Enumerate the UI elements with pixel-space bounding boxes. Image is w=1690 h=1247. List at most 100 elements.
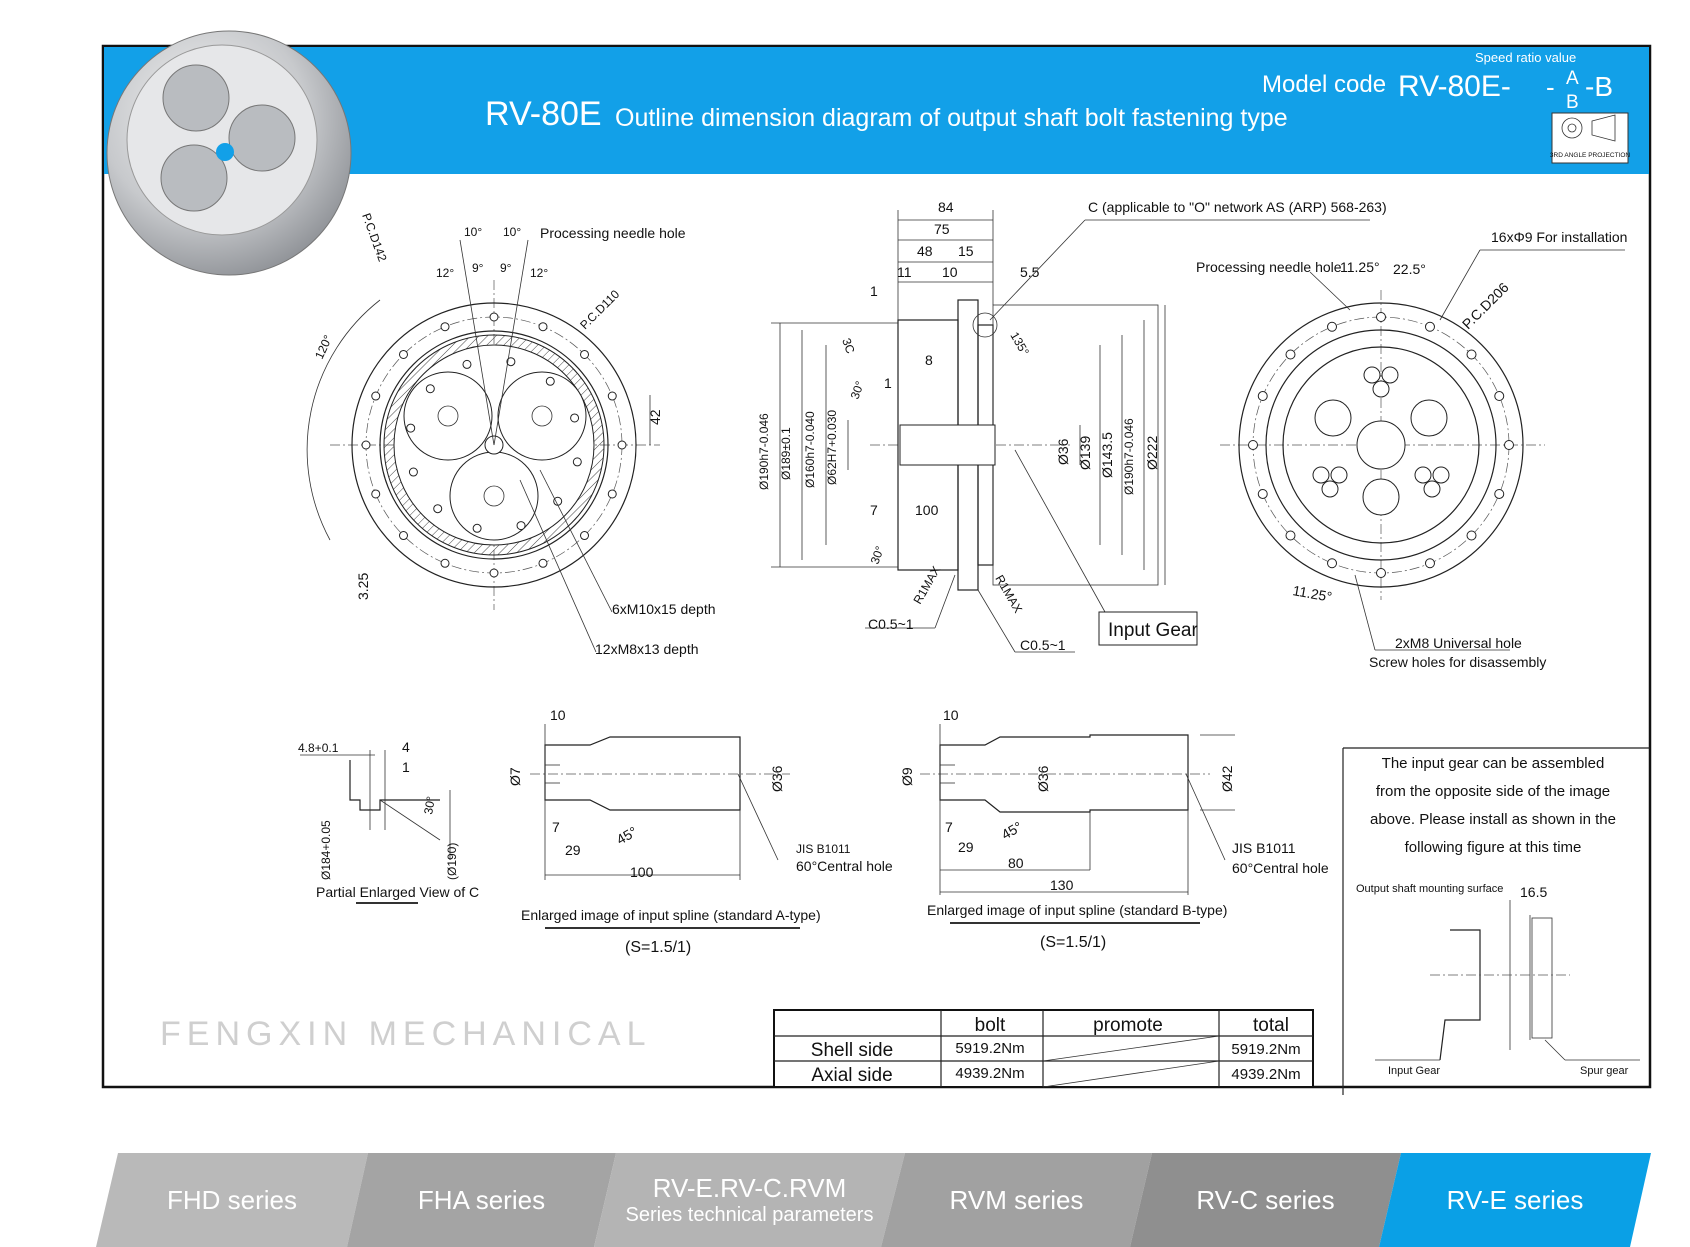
label-mount-surface: Output shaft mounting surface — [1356, 883, 1503, 895]
column-header: bolt — [975, 1015, 1006, 1036]
model-code-value: RV-80E- — [1398, 70, 1511, 103]
label-dim: 1 — [402, 759, 410, 775]
bolt-hole — [538, 558, 548, 568]
pin-hole — [1423, 480, 1441, 498]
label-dim: 29 — [958, 839, 974, 855]
label-dim: 10 — [943, 707, 959, 723]
label-jis: JIS B1011 — [796, 842, 851, 856]
tab-fhd-series[interactable]: FHD series — [96, 1153, 368, 1247]
install-hole — [1285, 530, 1296, 541]
bolt-hole — [607, 391, 617, 401]
bolt-hole — [361, 440, 371, 450]
tab-rvm-series[interactable]: RVM series — [881, 1153, 1152, 1247]
install-hole — [1257, 391, 1268, 402]
label-dim: 1 — [884, 375, 892, 391]
model-title: RV-80E — [485, 95, 602, 133]
label-angle: 30° — [421, 795, 438, 816]
label-dim: 7 — [945, 819, 953, 835]
cell-total: 5919.2Nm — [1231, 1041, 1300, 1058]
label-dim: 8 — [925, 352, 933, 368]
projection-symbol-icon — [1551, 112, 1629, 164]
spline-b-caption: Enlarged image of input spline (standard… — [927, 902, 1227, 918]
label-c-note: C (applicable to "O" network AS (ARP) 56… — [1088, 199, 1387, 215]
label-dim: Ø36 — [1035, 765, 1051, 792]
bolt-hole — [506, 357, 516, 367]
label-dim: 1 — [870, 283, 878, 299]
bolt-hole — [516, 521, 526, 531]
label-angle: 12° — [436, 266, 454, 280]
label-m10: 6xM10x15 depth — [612, 601, 716, 617]
bolt-hole — [440, 322, 450, 332]
label-dim: Ø7 — [507, 767, 523, 786]
spline-b-view: 10 Ø9 Ø36 Ø42 7 29 45° 80 130 JIS B1011 … — [899, 707, 1329, 951]
label-dim: 5.5 — [1020, 264, 1040, 280]
label-dim: 84 — [938, 199, 954, 215]
label-diameter: Ø190h7-0.046 — [757, 413, 771, 490]
tab-fha-series[interactable]: FHA series — [347, 1153, 616, 1247]
bolt-hole — [580, 531, 590, 541]
label-dim: 11 — [897, 264, 912, 280]
label-dim: 16.5 — [1520, 884, 1547, 900]
ratio-separator: - — [1546, 72, 1555, 102]
label-dim: 100 — [630, 864, 654, 880]
install-hole — [1376, 568, 1386, 578]
watermark: FENGXIN MECHANICAL — [160, 1015, 652, 1053]
speed-ratio-label: Speed ratio value — [1475, 50, 1576, 65]
label-angle: 9° — [472, 261, 484, 275]
bolt-hole — [371, 489, 381, 499]
note-line: above. Please install as shown in the — [1370, 811, 1616, 828]
label-screw-holes: Screw holes for disassembly — [1369, 654, 1546, 670]
label-needle-hole: Processing needle hole — [540, 225, 686, 241]
label-input-gear: Input Gear — [1388, 1065, 1440, 1077]
note-line: following figure at this time — [1405, 839, 1582, 856]
pin-hole — [1312, 466, 1330, 484]
label-diameter: Ø190h7-0.046 — [1122, 418, 1136, 495]
tab-rv-e-series[interactable]: RV-E series — [1379, 1153, 1651, 1247]
bolt-hole — [538, 322, 548, 332]
tab-rv-c-series[interactable]: RV-C series — [1130, 1153, 1401, 1247]
label-angle: 10° — [464, 225, 482, 239]
detail-c-caption: Partial Enlarged View of C — [316, 884, 479, 900]
install-hole — [1424, 321, 1435, 332]
note-line: from the opposite side of the image — [1376, 783, 1610, 800]
model-code-label: Model code — [1262, 71, 1386, 98]
tab-label: RV-E series — [1446, 1184, 1584, 1215]
cell-bolt: 4939.2Nm — [955, 1065, 1024, 1082]
label-m8-hole: 2xM8 Universal hole — [1395, 635, 1522, 651]
bolt-hole — [406, 423, 416, 433]
label-dim: Ø36 — [769, 765, 785, 792]
label-central-hole: 60°Central hole — [796, 858, 893, 874]
install-hole — [1376, 312, 1386, 322]
option-b: B — [1566, 92, 1579, 113]
label-m8: 12xM8x13 depth — [595, 641, 699, 657]
column-header: total — [1253, 1015, 1289, 1036]
label-chamfer: C0.5~1 — [868, 616, 914, 632]
label-angle: 11.25° — [1340, 259, 1380, 275]
label-diameter: Ø222 — [1144, 436, 1160, 470]
label-dim: 130 — [1050, 877, 1074, 893]
tab-label: RV-E.RV-C.RVM — [652, 1173, 847, 1203]
tab-label: FHD series — [166, 1184, 297, 1215]
label-angle: 12° — [530, 266, 548, 280]
label-dim: 10 — [942, 264, 958, 280]
label-diameter: Ø143.5 — [1099, 432, 1115, 478]
cell-total: 4939.2Nm — [1231, 1066, 1300, 1083]
bolt-hole — [607, 489, 617, 499]
label-dim: 48 — [917, 243, 933, 259]
label-needle-hole: Processing needle hole — [1196, 259, 1342, 275]
option-a: A — [1566, 68, 1579, 89]
bolt-hole — [572, 457, 582, 467]
row-label: Axial side — [811, 1065, 892, 1086]
bolt-hole — [489, 568, 499, 578]
label-spur-gear: Spur gear — [1580, 1065, 1629, 1077]
label-dim: 100 — [915, 502, 939, 518]
bolt-hole — [425, 384, 435, 394]
input-gear-callout — [1098, 611, 1198, 646]
install-hole — [1466, 349, 1477, 360]
tab-label: RV-C series — [1196, 1184, 1335, 1215]
label-dim: Ø184+0.05 — [319, 820, 333, 880]
bolt-hole — [489, 312, 499, 322]
pin-hole — [1363, 366, 1381, 384]
